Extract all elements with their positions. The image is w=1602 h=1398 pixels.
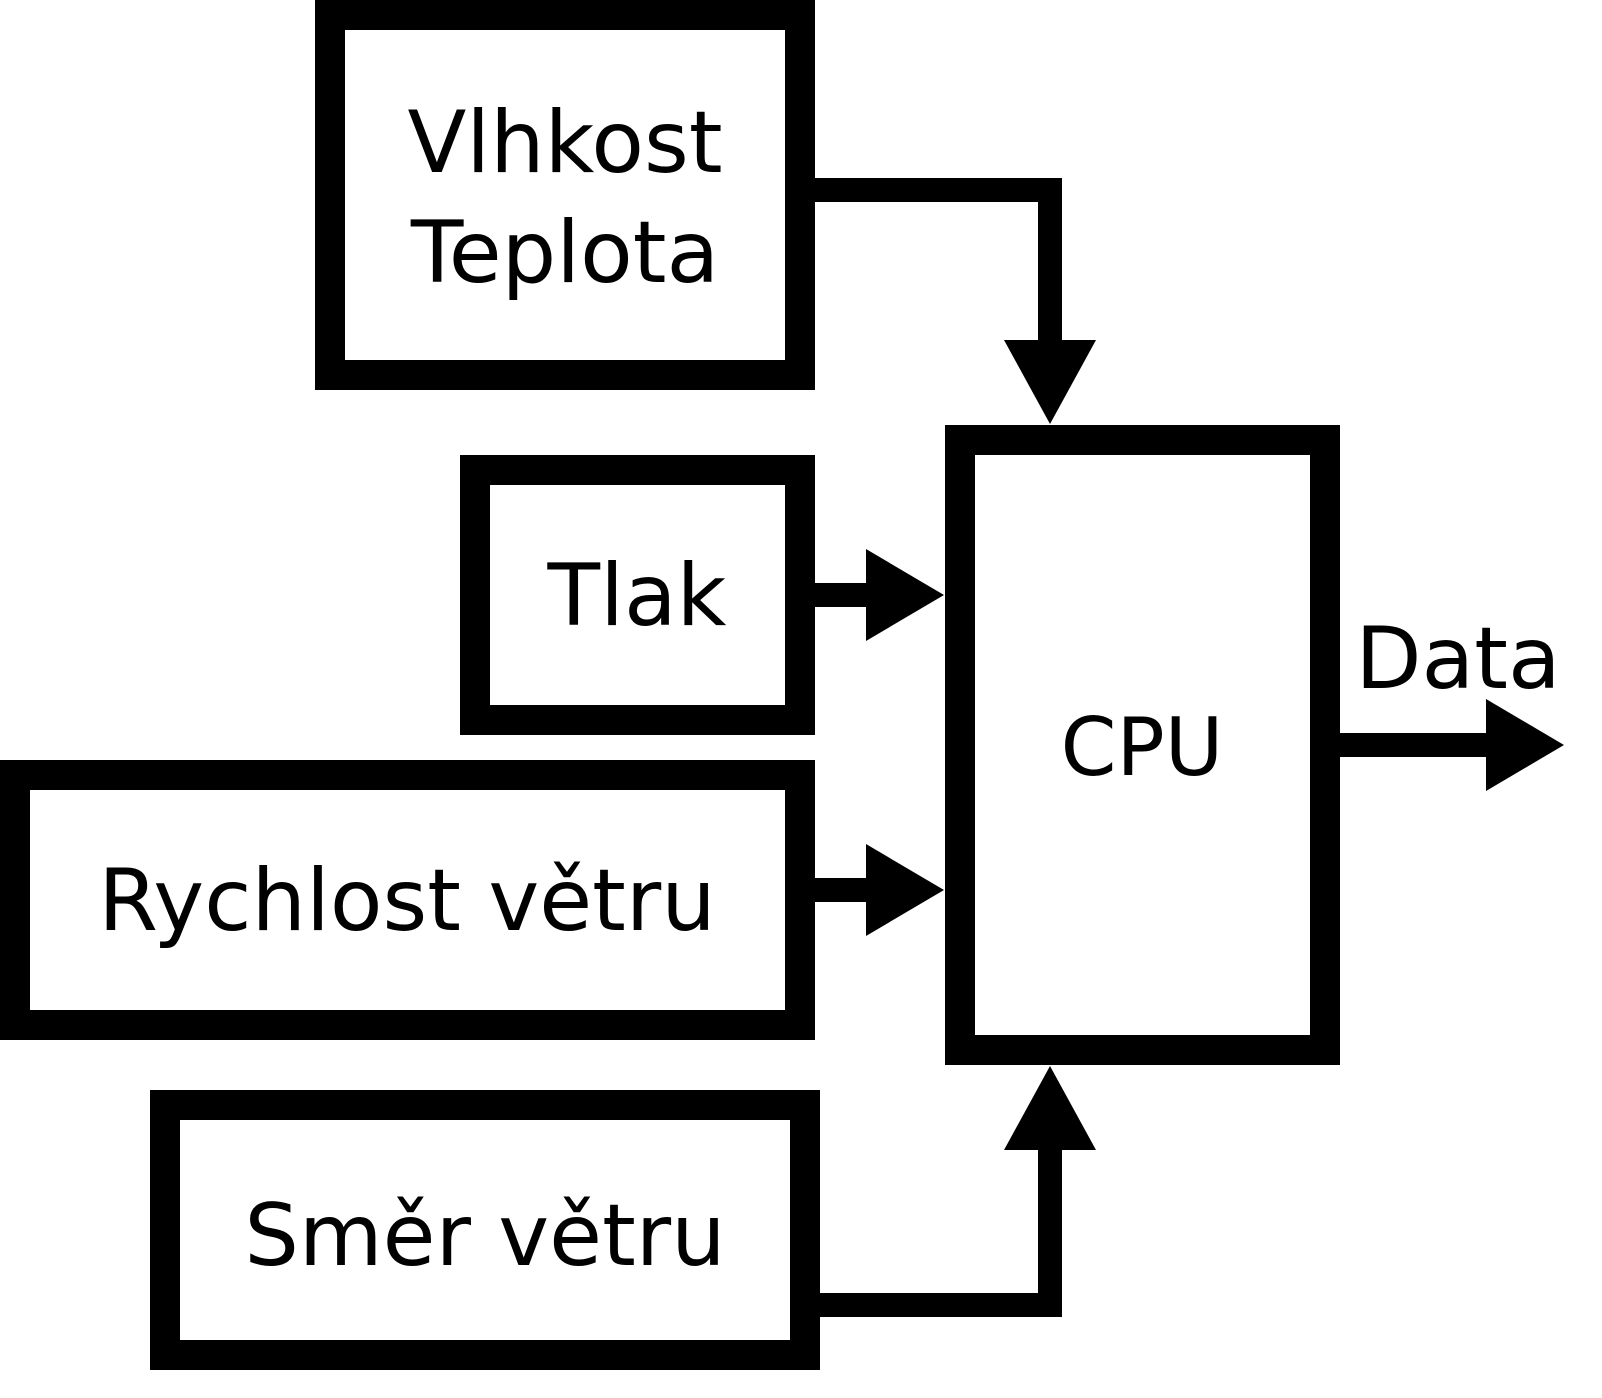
wind-direction-node: Směr větru bbox=[150, 1090, 820, 1370]
humidity-to-cpu-line bbox=[800, 178, 1062, 350]
cpu-node: CPU bbox=[945, 425, 1340, 1065]
arrowhead-down-icon bbox=[1004, 340, 1096, 424]
wind-direction-box bbox=[150, 1090, 820, 1370]
wind-speed-box bbox=[0, 760, 815, 1040]
humidity-label: Vlhkost bbox=[407, 93, 722, 193]
humidity-to-cpu-arrow bbox=[800, 178, 1096, 424]
wind-direction-to-cpu-arrow bbox=[805, 1066, 1096, 1317]
arrowhead-up-icon bbox=[1004, 1066, 1096, 1150]
humidity-temperature-node: Vlhkost Teplota bbox=[315, 0, 815, 390]
cpu-box bbox=[945, 425, 1340, 1065]
temperature-label: Teplota bbox=[410, 203, 719, 303]
data-output-label: Data bbox=[1355, 609, 1560, 709]
wind-speed-label: Rychlost větru bbox=[98, 851, 716, 951]
wind-speed-to-cpu-arrow bbox=[800, 844, 944, 936]
wind-direction-to-cpu-line bbox=[805, 1140, 1062, 1317]
arrowhead-right-icon bbox=[1486, 699, 1564, 791]
humidity-temperature-box bbox=[315, 0, 815, 390]
pressure-box bbox=[460, 455, 815, 735]
cpu-label: CPU bbox=[1061, 701, 1224, 794]
arrowhead-right-icon bbox=[866, 549, 944, 641]
pressure-to-cpu-arrow bbox=[800, 549, 944, 641]
pressure-node: Tlak bbox=[460, 455, 815, 735]
pressure-label: Tlak bbox=[547, 546, 727, 646]
wind-direction-label: Směr větru bbox=[244, 1186, 725, 1286]
arrowhead-right-icon bbox=[866, 844, 944, 936]
wind-speed-node: Rychlost větru bbox=[0, 760, 815, 1040]
cpu-to-data-arrow bbox=[1325, 699, 1564, 791]
